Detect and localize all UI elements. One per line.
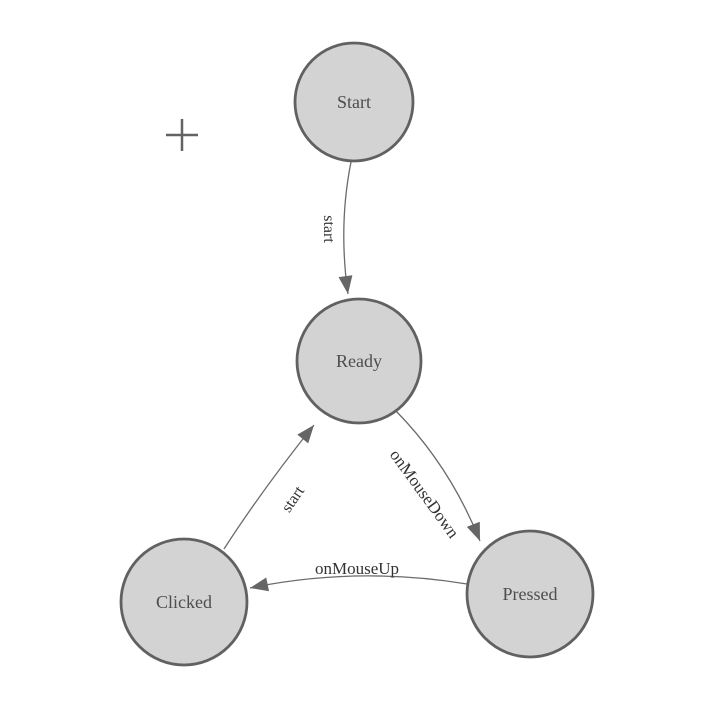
transition-start-to-ready[interactable] — [338, 161, 353, 295]
transition-ready-to-pressed[interactable] — [395, 410, 481, 542]
state-circle-start[interactable] — [293, 41, 415, 163]
state-label-ready: Ready — [336, 351, 382, 371]
state-label-start: Start — [337, 92, 371, 112]
state-circle-pressed[interactable] — [465, 529, 595, 659]
transition-label-onmousedown: onMouseDown — [386, 446, 463, 542]
transition-label-start-bottom: start — [279, 483, 309, 516]
state-node-pressed[interactable]: Pressed — [465, 529, 595, 659]
state-label-pressed: Pressed — [503, 584, 558, 604]
state-node-ready[interactable]: Ready — [295, 297, 423, 425]
transition-clicked-to-ready[interactable] — [223, 424, 315, 550]
transition-pressed-to-clicked[interactable] — [249, 575, 468, 592]
state-label-clicked: Clicked — [156, 592, 212, 612]
state-node-clicked[interactable]: Clicked — [119, 537, 249, 667]
state-circle-clicked[interactable] — [119, 537, 249, 667]
state-node-start[interactable]: Start — [293, 41, 415, 163]
transition-label-onmouseup: onMouseUp — [315, 559, 399, 578]
state-circle-ready[interactable] — [295, 297, 423, 425]
transition-label-start-top: start — [320, 215, 337, 243]
crosshair-cursor — [166, 119, 198, 151]
